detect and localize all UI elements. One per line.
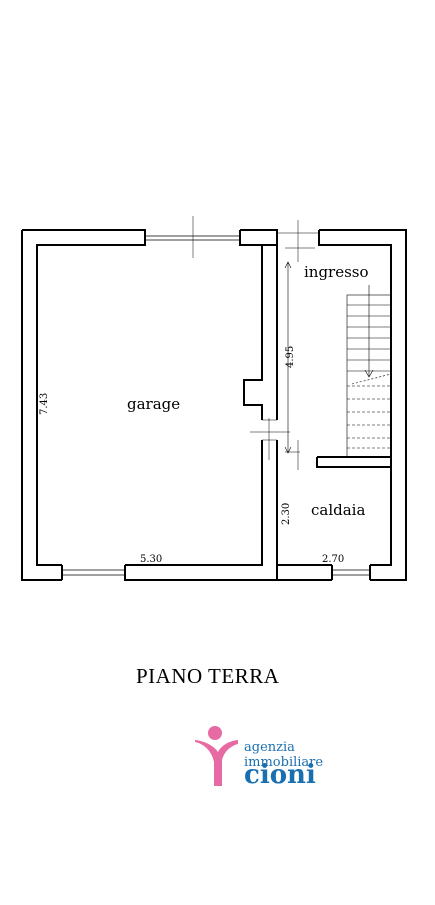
entrance-door (277, 220, 319, 262)
room-label-ingresso: ingresso (304, 263, 369, 281)
window-bottom-garage (62, 569, 125, 576)
logo-dot (208, 726, 222, 740)
staircase (346, 285, 392, 458)
dimension-caldaia-height: 2.30 (281, 503, 292, 525)
dimension-caldaia-width: 2.70 (322, 554, 344, 565)
logo-line-cioni: cioni (244, 760, 316, 790)
room-label-garage: garage (127, 395, 180, 413)
dimension-garage-width: 5.30 (140, 554, 162, 565)
agency-logo: agenzia immobiliare cioni (195, 726, 323, 790)
window-top (145, 216, 240, 258)
logo-line-agenzia: agenzia (244, 740, 295, 755)
logo-line-immobiliare: immobiliare (244, 755, 323, 770)
window-bottom-caldaia (332, 569, 370, 576)
logo-i-mark (195, 740, 238, 786)
room-label-caldaia: caldaia (311, 501, 365, 519)
walls (21, 229, 407, 581)
dimension-line-ingresso (284, 261, 292, 454)
interior-door (250, 418, 300, 470)
plan-title: PIANO TERRA (136, 664, 280, 688)
dimension-garage-height: 7.43 (39, 393, 50, 415)
dimension-ingresso-height: 4.95 (285, 346, 296, 368)
